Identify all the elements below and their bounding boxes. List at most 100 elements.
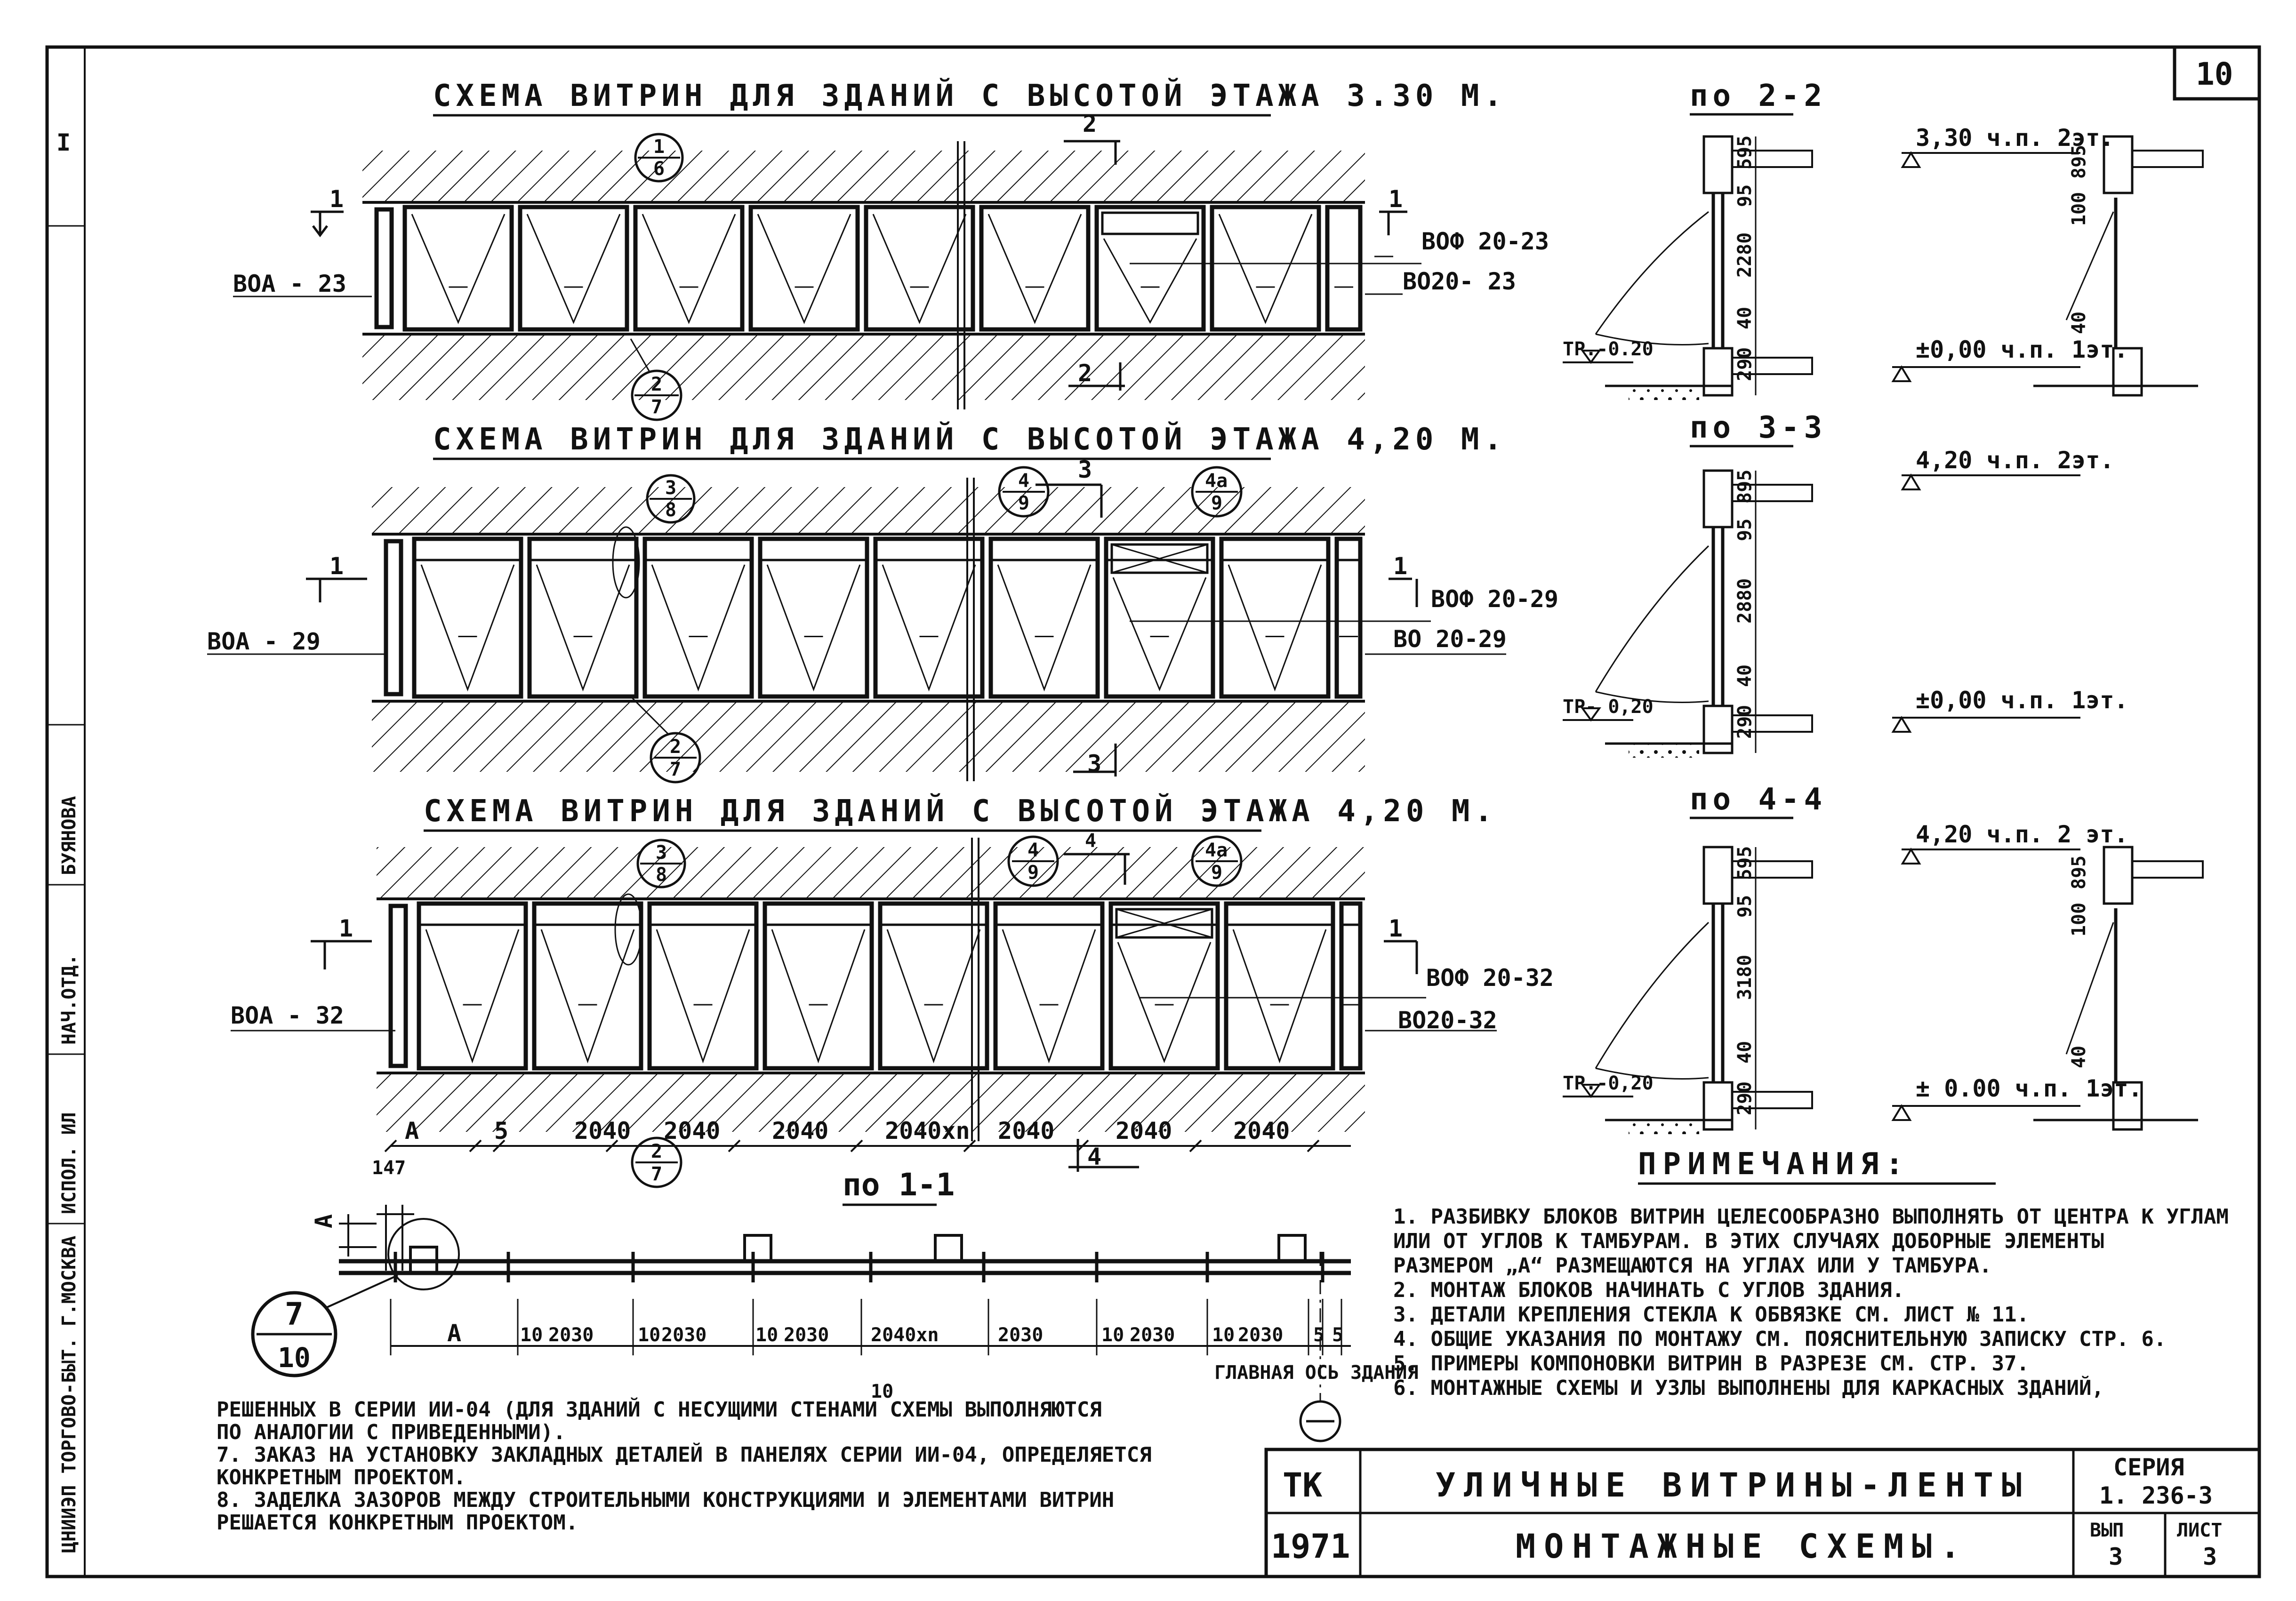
dim-tick [1076, 1139, 1089, 1153]
window-block [1224, 901, 1335, 1071]
column [934, 1234, 963, 1263]
svg-text:4: 4 [1028, 840, 1039, 861]
plan-dim-side-lines [339, 1214, 377, 1257]
window-block [1325, 205, 1363, 332]
lower-slab [1731, 714, 1813, 733]
plan-dim-3: 10 [638, 1324, 660, 1346]
side-label-1: БУЯНОВА [58, 796, 80, 875]
plan-dim-8: 2030 [998, 1324, 1043, 1346]
callout-4a-9-a: 4а 9 [1191, 466, 1243, 518]
note-cont-line-1: ПО АНАЛОГИИ С ПРИВЕДЕННЫМИ). [217, 1420, 566, 1444]
callout-3-8-b: 3 8 [614, 839, 686, 966]
window-block [763, 901, 874, 1071]
svg-text:7: 7 [670, 759, 681, 780]
opening-lines [1232, 929, 1327, 1064]
detail-callouts: 1 6 2 7 3 8 4 9 4а 9 2 7 [251, 133, 1243, 1377]
dim-tick [850, 1139, 863, 1153]
window-block [993, 901, 1105, 1071]
scheme3-dim-1: 5 [494, 1117, 508, 1145]
window-block [873, 536, 985, 699]
opening-lines [987, 214, 1082, 324]
section-marks: 1 1 2 2 1 1 3 3 1 1 4 4 [306, 110, 1418, 1172]
window-block [633, 205, 745, 332]
column [409, 1246, 438, 1275]
window-block [1210, 205, 1321, 332]
plan-dim-12: 2030 [1238, 1324, 1283, 1346]
callout-2-7-a: 2 7 [630, 338, 682, 421]
lower-beam [1702, 347, 1734, 397]
scheme-3 [377, 838, 1365, 1141]
mark-s2-l: 1 [329, 552, 344, 580]
sheet-label: ЛИСТ [2177, 1520, 2222, 1541]
upper-slab [1731, 484, 1813, 502]
opening-arc [1595, 333, 1709, 345]
title-main: УЛИЧНЫЕ ВИТРИНЫ-ЛЕНТЫ [1436, 1466, 2030, 1505]
opening-lines [757, 214, 851, 324]
mark-s2-b: 3 [1087, 750, 1101, 777]
window-block [642, 536, 754, 699]
scheme3-dim-8: 2040 [1233, 1117, 1290, 1145]
note-line-3: 2. МОНТАЖ БЛОКОВ НАЧИНАТЬ С УГЛОВ ЗДАНИЯ… [1393, 1278, 1904, 1302]
facade-schemes [362, 141, 1365, 1141]
callout-7-10: 7 10 [251, 1218, 460, 1377]
notes-continued: РЕШЕННЫХ В СЕРИИ ИИ-04 (ДЛЯ ЗДАНИЙ С НЕС… [217, 1397, 1152, 1535]
svg-text:8: 8 [665, 499, 676, 521]
vent-diagonal [1111, 544, 1208, 574]
note-cont-line-5: РЕШАЕТСЯ КОНКРЕТНЫМ ПРОЕКТОМ. [217, 1511, 578, 1535]
svg-text:7: 7 [285, 1296, 304, 1332]
scheme2-left-label: ВОА - 29 [207, 628, 321, 655]
window-block [1219, 536, 1331, 699]
window-block [748, 205, 860, 332]
opening-lines [766, 564, 861, 692]
opening-lines [1228, 564, 1322, 692]
scheme2-right-top: ВОФ 20-29 [1431, 585, 1558, 613]
note-line-5: 4. ОБЩИЕ УКАЗАНИЯ ПО МОНТАЖУ СМ. ПОЯСНИТ… [1393, 1327, 2166, 1351]
window-block [758, 536, 869, 699]
callout-2-7-c: 2 7 [631, 1137, 682, 1188]
corner-panel [374, 207, 394, 329]
opening-lines [1218, 214, 1313, 324]
window-block [527, 536, 639, 699]
window-block [412, 536, 523, 699]
lower-wall-hatch [372, 701, 1365, 772]
dim-tick [1307, 1139, 1320, 1153]
mark-s1-t: 2 [1083, 110, 1097, 137]
dim-tick [469, 1139, 482, 1153]
vent-panel [1115, 908, 1213, 939]
ground-label-1: ТР.-0.20 [1563, 338, 1654, 360]
dim-tick [492, 1139, 506, 1153]
opening-lines [536, 564, 630, 692]
vent-panel [1110, 543, 1209, 574]
callout-4a-9-b: 4а 9 [1191, 835, 1243, 887]
plan-dim-10: 2030 [1130, 1324, 1175, 1346]
plan-axis-label: ГЛАВНАЯ ОСЬ ЗДАНИЯ [1214, 1362, 1418, 1384]
svg-text:1: 1 [653, 136, 665, 158]
svg-text:6: 6 [653, 158, 665, 180]
title-org: ТК [1283, 1466, 1322, 1505]
opening-lines [642, 214, 736, 324]
upper-beam [1702, 469, 1734, 528]
scheme-title-1: СХЕМА ВИТРИН ДЛЯ ЗДАНИЙ С ВЫСОТОЙ ЭТАЖА … [433, 78, 1507, 113]
section-title-2: по 3-3 [1690, 410, 1827, 445]
opening-arc [1595, 211, 1709, 335]
callout-4-9-a: 4 9 [998, 466, 1050, 518]
vent-diagonal [1116, 908, 1212, 938]
window-block [979, 205, 1091, 332]
window-block [988, 536, 1100, 699]
note-cont-line-4: 8. ЗАДЕЛКА ЗАЗОРОВ МЕЖДУ СТРОИТЕЛЬНЫМИ К… [217, 1488, 1114, 1512]
vent-panel [1101, 211, 1199, 235]
window-block [402, 205, 514, 332]
section-dim-4: 290 [1734, 1081, 1756, 1115]
series-value: 1. 236-3 [2099, 1482, 2213, 1509]
detail-dim-0: 895 [2068, 145, 2090, 179]
svg-text:3: 3 [665, 477, 676, 499]
svg-text:10: 10 [278, 1342, 311, 1374]
section-dim-2: 3180 [1734, 955, 1756, 1000]
window-block [532, 901, 643, 1071]
window-block [1104, 536, 1215, 699]
title-sub: МОНТАЖНЫЕ СХЕМЫ. [1516, 1527, 1968, 1566]
opening-arc [1595, 1067, 1709, 1080]
upper-beam [1702, 846, 1734, 905]
sheet-number: 10 [2196, 56, 2233, 92]
